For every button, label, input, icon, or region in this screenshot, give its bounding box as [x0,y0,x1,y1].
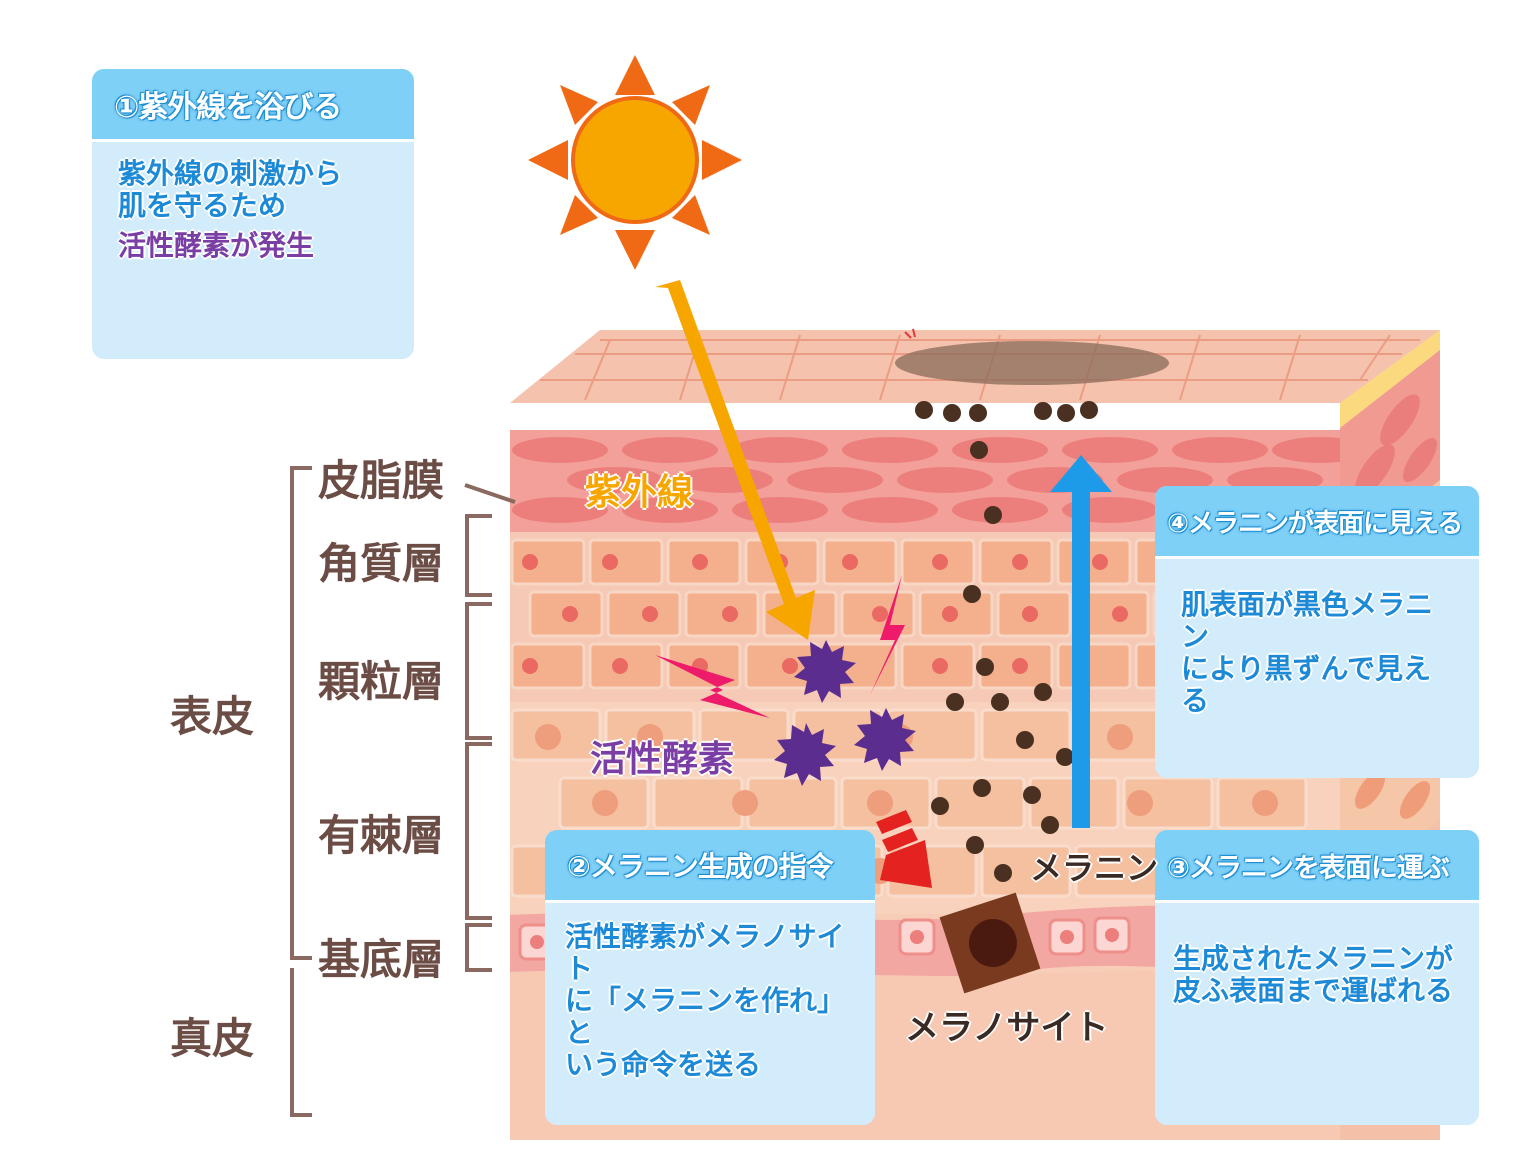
active-oxygen-icons [774,640,916,786]
label-uv: 紫外線 [585,472,694,513]
step1-line3: 活性酵素が発生 [118,229,315,262]
step4-box: ④メラニンが表面に見える 肌表面が黒色メラニン により黒ずんで見える [1155,486,1479,778]
step3-header: ③メラニンを表面に運ぶ [1155,830,1479,903]
lightning-icons [655,575,905,718]
step3-body: 生成されたメラニンが 皮ふ表面まで運ばれる [1155,903,1479,1021]
label-active-oxygen: 活性酵素 [590,739,735,780]
step4-title: ④メラニンが表面に見える [1167,508,1463,539]
melanocyte-cell [939,892,1041,994]
step2-line3: いう命令を送る [565,1048,762,1081]
step2-body: 活性酵素がメラノサイト に「メラニンを作れ」と いう命令を送る [545,903,875,1095]
step1-header: ①紫外線を浴びる [92,69,414,142]
step3-line2: 皮ふ表面まで運ばれる [1173,974,1454,1007]
command-arrow [876,810,932,888]
step4-header: ④メラニンが表面に見える [1155,486,1479,559]
sun-icon [528,55,742,270]
uv-arrow [655,280,815,640]
step2-title: ②メラニン生成の指令 [567,850,834,883]
step4-line2: により黒ずんで見える [1181,652,1432,717]
step1-body: 紫外線の刺激から 肌を守るため 活性酵素が発生 [92,142,414,276]
label-dermis: 真皮 [170,1014,255,1063]
step2-line2: に「メラニンを作れ」と [565,984,846,1049]
melanin-transport-arrow [1050,455,1112,828]
layer-brackets [290,466,516,1117]
label-stratum-spinosum: 有棘層 [318,811,445,860]
step4-line1: 肌表面が黒色メラニン [1181,588,1434,653]
label-stratum-corneum: 角質層 [318,539,445,588]
step1-box: ①紫外線を浴びる 紫外線の刺激から 肌を守るため 活性酵素が発生 [92,69,414,359]
step3-box: ③メラニンを表面に運ぶ 生成されたメラニンが 皮ふ表面まで運ばれる [1155,830,1479,1125]
skin-top-surface [510,328,1440,403]
step4-body: 肌表面が黒色メラニン により黒ずんで見える [1155,559,1479,731]
label-stratum-basale: 基底層 [318,935,445,984]
label-melanin: メラニン [1030,849,1159,887]
step3-line1: 生成されたメラニンが [1173,942,1454,975]
step2-line1: 活性酵素がメラノサイト [565,920,845,985]
step2-header: ②メラニン生成の指令 [545,830,875,903]
step3-title: ③メラニンを表面に運ぶ [1167,852,1450,884]
step1-title: ①紫外線を浴びる [114,90,342,125]
label-stratum-granulosum: 顆粒層 [318,657,445,706]
label-melanocyte: メラノサイト [905,1008,1109,1048]
step2-box: ②メラニン生成の指令 活性酵素がメラノサイト に「メラニンを作れ」と いう命令を… [545,830,875,1125]
label-epidermis: 表皮 [170,692,255,741]
melanin-granules [915,401,1098,882]
step1-line1: 紫外線の刺激から [118,157,343,190]
surface-dark-spot [895,341,1169,385]
label-sebum: 皮脂膜 [318,456,445,505]
step1-line2: 肌を守るため [118,189,287,222]
